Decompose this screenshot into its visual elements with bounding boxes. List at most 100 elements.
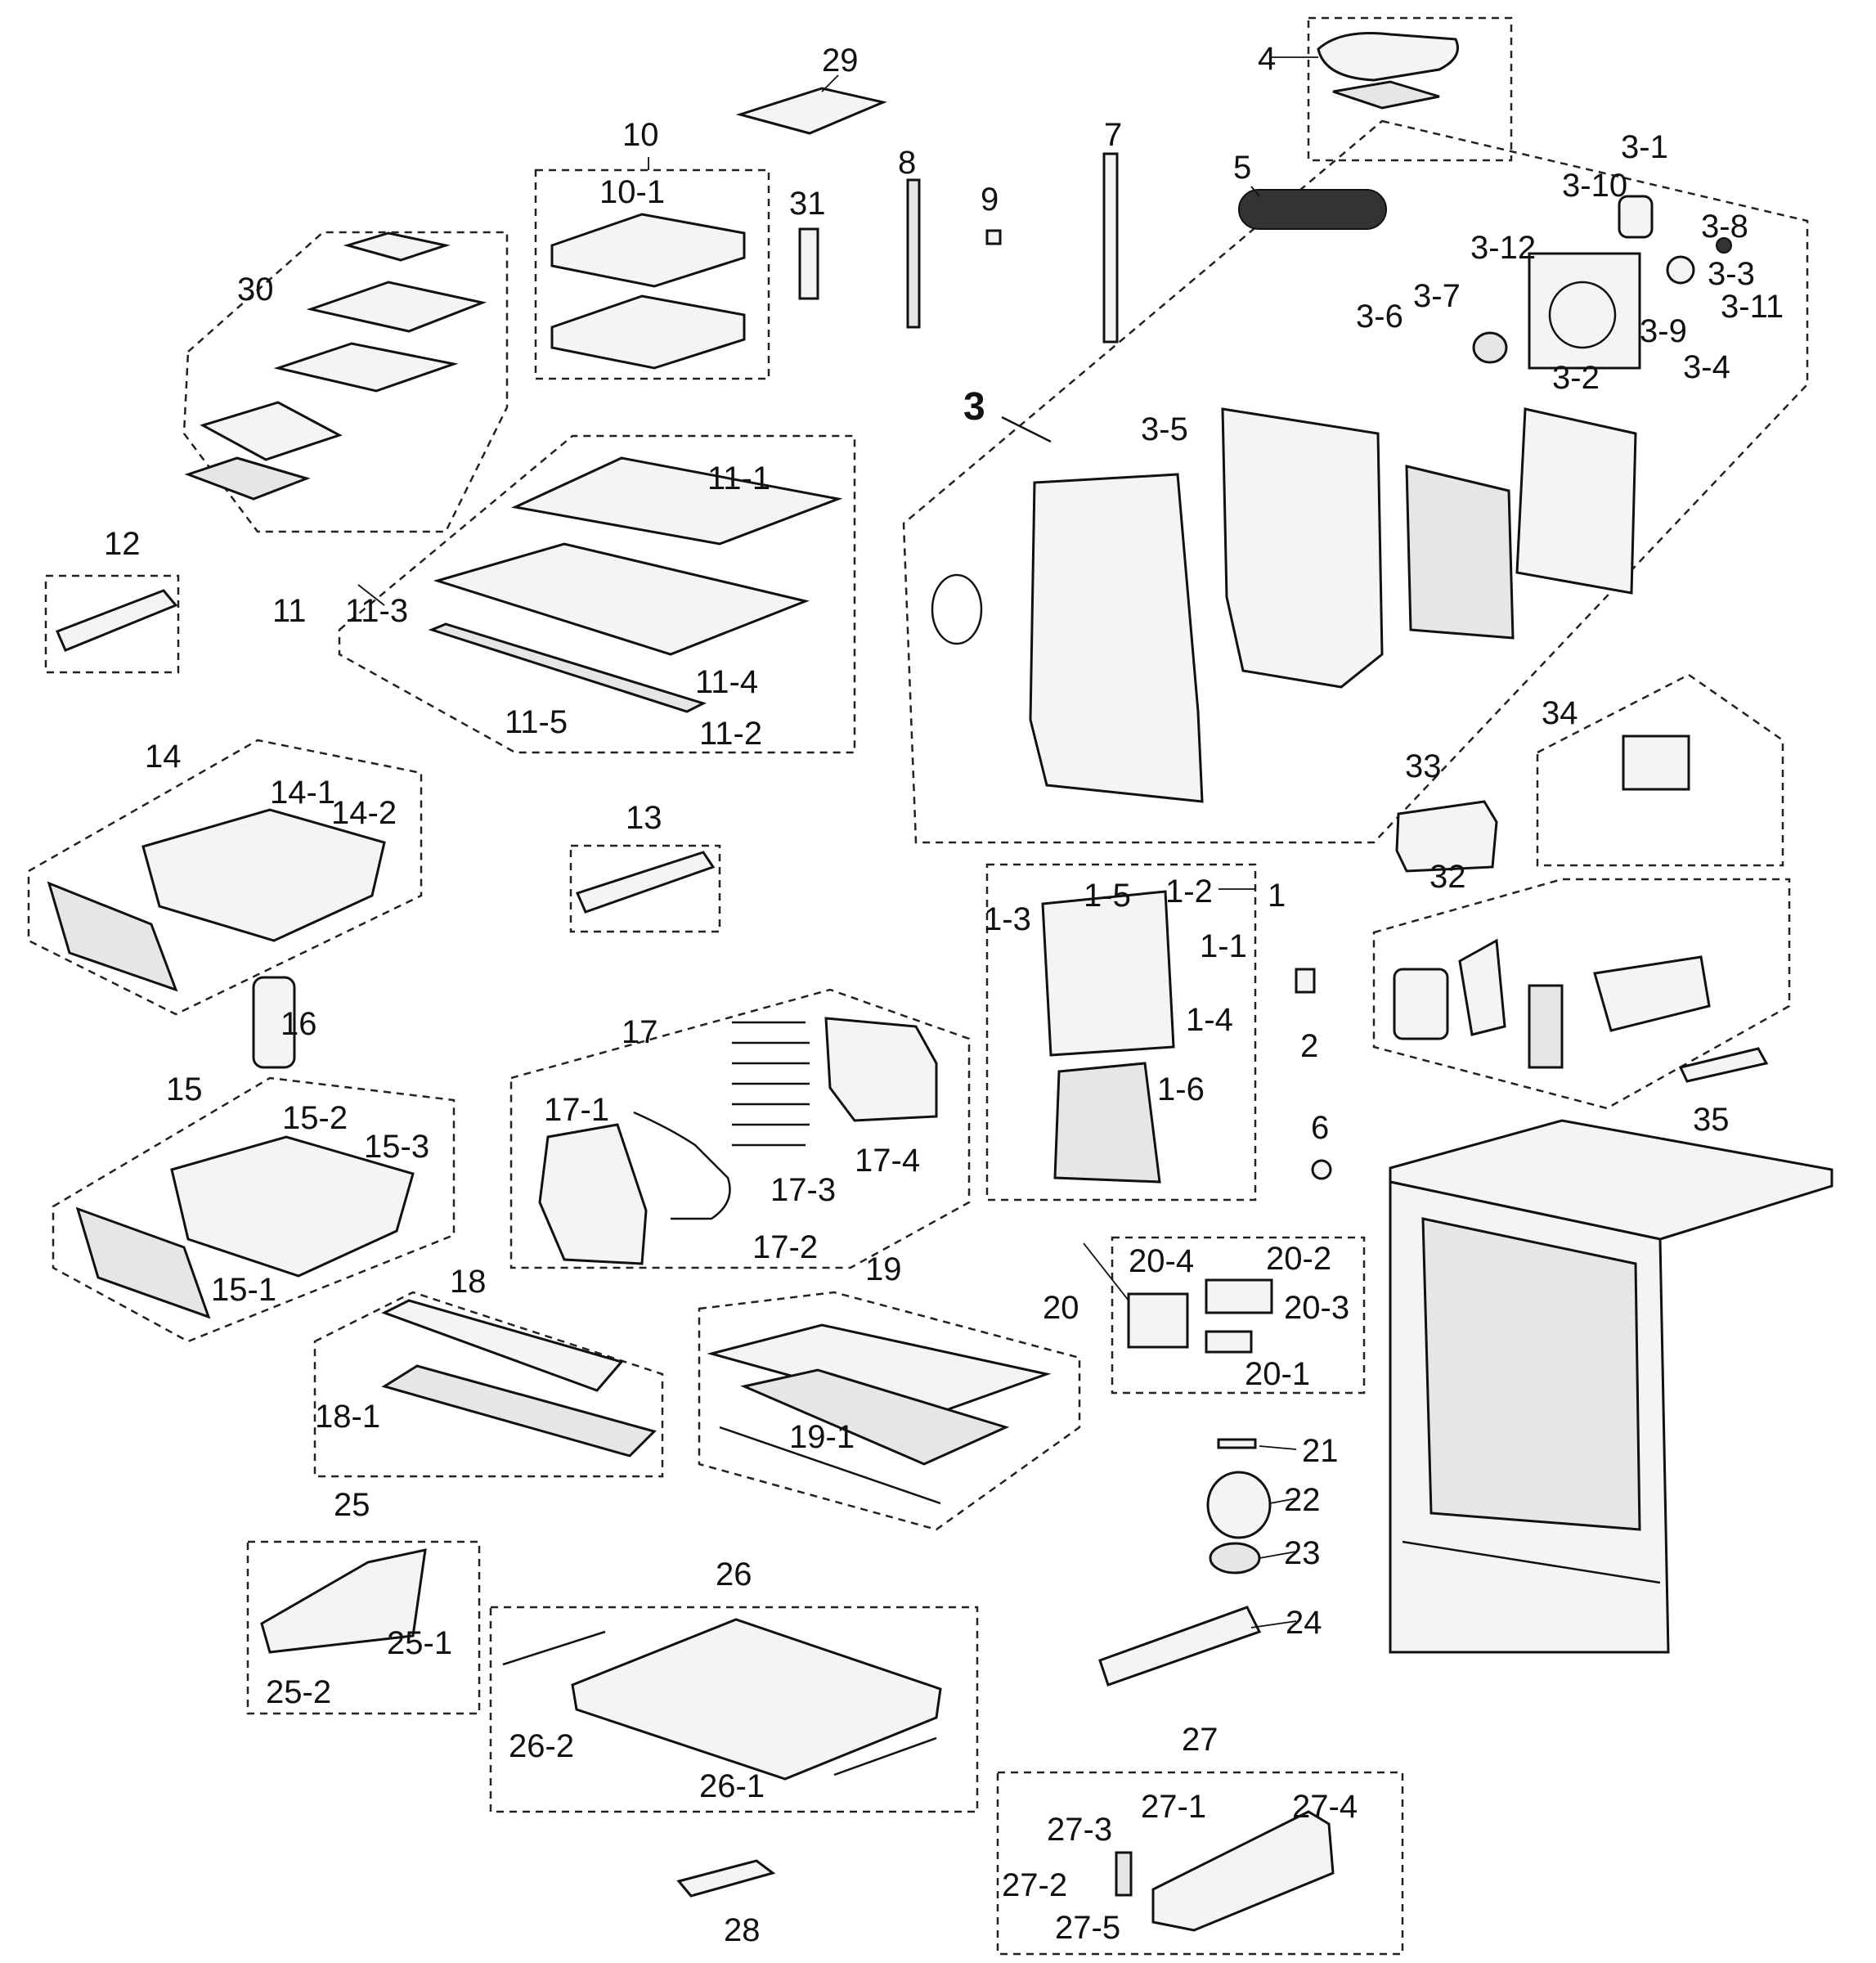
- part-35-strip: [1678, 1047, 1769, 1083]
- label-14: 14: [145, 739, 182, 775]
- label-31: 31: [789, 186, 826, 222]
- group-box-3: [902, 119, 1809, 844]
- part-3-fan-housing: [1528, 252, 1641, 370]
- part-21-clip: [1217, 1438, 1257, 1449]
- label-27: 27: [1182, 1722, 1219, 1758]
- label-27-3: 27-3: [1047, 1812, 1112, 1848]
- label-23: 23: [1284, 1535, 1321, 1571]
- label-17-4: 17-4: [855, 1143, 920, 1179]
- label-19: 19: [865, 1251, 902, 1287]
- part-32-motor: [1528, 984, 1564, 1069]
- part-11-frame: [433, 542, 810, 656]
- part-1-4-evaporator: [1041, 890, 1175, 1057]
- part-10-shelf-bottom: [550, 294, 746, 370]
- part-18-cover: [381, 1299, 624, 1392]
- label-16: 16: [281, 1006, 317, 1042]
- part-3-8-cap: [1716, 237, 1732, 254]
- part-32-tray: [1593, 955, 1711, 1032]
- group-box-34: [1536, 673, 1784, 867]
- label-26: 26: [716, 1556, 752, 1592]
- part-30-frame-b: [273, 342, 459, 393]
- label-8: 8: [898, 145, 916, 181]
- part-6-fastener: [1311, 1159, 1332, 1180]
- part-20-3-block: [1205, 1278, 1273, 1314]
- label-7: 7: [1104, 117, 1122, 153]
- part-18-tray: [381, 1364, 657, 1458]
- label-3-3: 3-3: [1708, 256, 1755, 292]
- label-3-4: 3-4: [1683, 349, 1730, 385]
- part-19-1-glass: [740, 1368, 1010, 1466]
- label-15-1: 15-1: [211, 1272, 276, 1308]
- label-3-12: 3-12: [1470, 230, 1536, 266]
- part-34-relay: [1622, 734, 1690, 791]
- group-boundaries: [27, 16, 1809, 1956]
- group-box-25: [246, 1540, 481, 1715]
- part-23-fan-motor: [1209, 1542, 1261, 1574]
- part-10-shelf-top: [550, 213, 746, 288]
- label-25: 25: [334, 1487, 370, 1523]
- group-box-11: [338, 434, 856, 754]
- label-1: 1: [1268, 878, 1286, 914]
- label-3-1: 3-1: [1621, 129, 1668, 165]
- label-20-4: 20-4: [1129, 1243, 1194, 1279]
- label-33: 33: [1405, 748, 1442, 784]
- part-30-glass-bottom: [184, 456, 311, 501]
- label-20-1: 20-1: [1245, 1356, 1310, 1392]
- label-10-1: 10-1: [599, 174, 665, 210]
- label-11-1: 11-1: [707, 460, 770, 496]
- label-17-3: 17-3: [770, 1172, 836, 1208]
- part-2-switch: [1295, 968, 1316, 994]
- part-11-glass: [511, 456, 843, 546]
- group-box-19: [698, 1291, 1081, 1531]
- label-11-3: 11-3: [345, 593, 408, 629]
- label-27-5: 27-5: [1055, 1910, 1120, 1946]
- part-7-rail: [1102, 152, 1119, 344]
- label-3-2: 3-2: [1552, 360, 1600, 396]
- part-22-cap: [1206, 1471, 1272, 1539]
- part-20-4-box: [1127, 1292, 1189, 1349]
- label-1-1: 1-1: [1200, 928, 1247, 964]
- part-16-handle: [252, 976, 296, 1069]
- part-28-plate: [676, 1859, 776, 1898]
- part-27-3-link: [1115, 1851, 1133, 1897]
- part-26-rail-left: [502, 1630, 606, 1666]
- part-3-fan-ring: [1548, 281, 1617, 349]
- label-11: 11: [272, 593, 307, 629]
- label-3-5: 3-5: [1141, 411, 1188, 447]
- label-4: 4: [1258, 41, 1276, 77]
- label-34: 34: [1542, 695, 1578, 731]
- leader-11: [357, 584, 385, 606]
- group-box-27: [996, 1771, 1404, 1956]
- part-3-gasket-ring: [931, 573, 983, 645]
- label-17-1: 17-1: [544, 1092, 609, 1128]
- part-3-10-motor: [1618, 195, 1654, 239]
- label-1-2: 1-2: [1165, 874, 1213, 910]
- label-9: 9: [981, 182, 999, 218]
- label-25-2: 25-2: [266, 1674, 331, 1710]
- part-3-evap-panel: [1405, 465, 1515, 640]
- part-3-front-panel: [1029, 473, 1204, 803]
- part-3-bar: [1001, 416, 1052, 443]
- leader-23: [1259, 1551, 1297, 1559]
- group-box-30: [182, 231, 509, 533]
- label-3: 3: [963, 385, 985, 429]
- part-3-back-panel: [1515, 407, 1637, 595]
- label-11-5: 11-5: [505, 704, 568, 740]
- part-30-tray: [200, 401, 343, 461]
- part-12-bracket: [56, 589, 178, 652]
- leader-24: [1250, 1620, 1297, 1628]
- part-3-mid-panel: [1221, 407, 1384, 689]
- label-22: 22: [1284, 1482, 1321, 1518]
- part-32-body: [1458, 938, 1506, 1036]
- group-box-26: [489, 1606, 979, 1813]
- cabinet-interior: [1421, 1217, 1641, 1531]
- part-17-4-cover: [824, 1017, 938, 1122]
- part-26-1-rail: [833, 1736, 937, 1777]
- part-drawings: [47, 31, 1833, 1932]
- label-15-2: 15-2: [282, 1100, 348, 1136]
- part-3-2-fan-blade: [1472, 331, 1508, 364]
- label-20-2: 20-2: [1266, 1241, 1331, 1277]
- label-11-2: 11-2: [699, 716, 762, 752]
- label-14-1: 14-1: [270, 775, 335, 811]
